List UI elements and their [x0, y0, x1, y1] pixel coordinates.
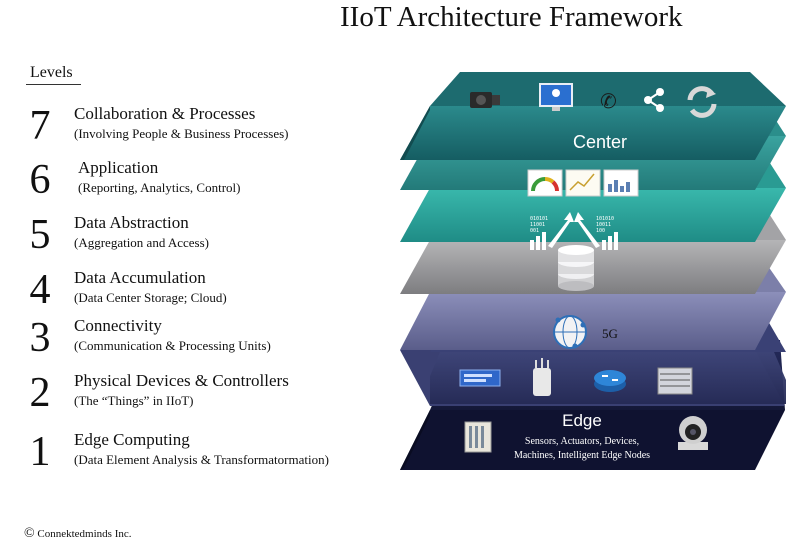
bits-right-2: 10011	[596, 222, 611, 228]
gauge-icon	[527, 169, 563, 197]
level-number: 2	[29, 370, 51, 416]
level-4: 4 Data Accumulation (Data Center Storage…	[22, 268, 402, 324]
sync-icon	[687, 86, 717, 118]
edge-subtitle-1: Sensors, Actuators, Devices,	[525, 436, 639, 447]
edge-subtitle-2: Machines, Intelligent Edge Nodes	[514, 450, 650, 461]
video-camera-icon	[470, 92, 500, 108]
bar-chart-icon	[603, 169, 639, 197]
level-number: 3	[29, 315, 51, 361]
plc-icon	[464, 421, 492, 453]
level-7: 7 Collaboration & Processes (Involving P…	[22, 104, 402, 160]
level-name: Edge Computing	[74, 430, 190, 449]
level-2: 2 Physical Devices & Controllers (The “T…	[22, 371, 402, 427]
level-name: Data Abstraction	[74, 213, 189, 232]
level-description: (Reporting, Analytics, Control)	[78, 180, 241, 195]
center-label: Center	[573, 132, 627, 152]
page-title: IIoT Architecture Framework	[340, 1, 683, 33]
phone-icon: ✆	[600, 89, 617, 113]
level-number: 6	[29, 157, 51, 203]
switch-icon	[459, 369, 501, 387]
router-icon	[594, 370, 626, 392]
monitor-icon	[539, 83, 573, 111]
globe-network-icon	[553, 315, 587, 349]
level-description: (Aggregation and Access)	[74, 235, 210, 250]
level-description: (Communication & Processing Units)	[74, 338, 271, 353]
level-number: 4	[29, 267, 51, 313]
levels-heading: Levels	[26, 64, 81, 85]
dome-camera-icon	[678, 416, 708, 450]
level-1: 1 Edge Computing (Data Element Analysis …	[22, 430, 402, 486]
level-description: (Data Element Analysis & Transformatorma…	[74, 452, 329, 467]
copyright-text: Connektedminds Inc.	[37, 528, 132, 540]
level-number: 7	[29, 103, 51, 149]
level-description: (Involving People & Business Processes)	[74, 126, 289, 141]
copyright-symbol: ©	[24, 526, 35, 541]
level-description: (The “Things” in IIoT)	[74, 393, 194, 408]
level-description: (Data Center Storage; Cloud)	[74, 290, 227, 305]
bits-right-1: 101010	[596, 216, 614, 222]
chart-icon	[565, 169, 601, 197]
level-number: 5	[29, 212, 51, 258]
level-3: 3 Connectivity (Communication & Processi…	[22, 316, 402, 372]
level-name: Collaboration & Processes	[74, 104, 256, 123]
level-name: Connectivity	[74, 316, 162, 335]
access-point-icon	[533, 358, 551, 396]
level-name: Application	[78, 158, 159, 177]
layer-stack-diagram: Edge Sensors, Actuators, Devices, Machin…	[400, 72, 786, 470]
layer-7-center-slab: ✆ Center	[400, 72, 786, 160]
edge-label: Edge	[562, 411, 602, 430]
share-icon	[644, 88, 664, 112]
connectivity-label: 5G	[602, 326, 618, 341]
bits-left-1: 010101	[530, 216, 548, 222]
bits-right-3: 100	[596, 228, 605, 234]
copyright: © Connektedminds Inc.	[24, 527, 132, 541]
level-5: 5 Data Abstraction (Aggregation and Acce…	[22, 213, 402, 269]
bits-left-3: 001	[530, 228, 539, 234]
database-icon	[558, 245, 594, 291]
bits-left-2: 11001	[530, 222, 545, 228]
upload-arrows-icon: 010101 11001 001 101010 10011 100	[530, 212, 618, 250]
server-rack-icon	[657, 367, 693, 395]
level-number: 1	[29, 429, 51, 475]
level-name: Data Accumulation	[74, 268, 206, 287]
level-name: Physical Devices & Controllers	[74, 371, 289, 390]
level-6: 6 Application (Reporting, Analytics, Con…	[22, 158, 402, 214]
